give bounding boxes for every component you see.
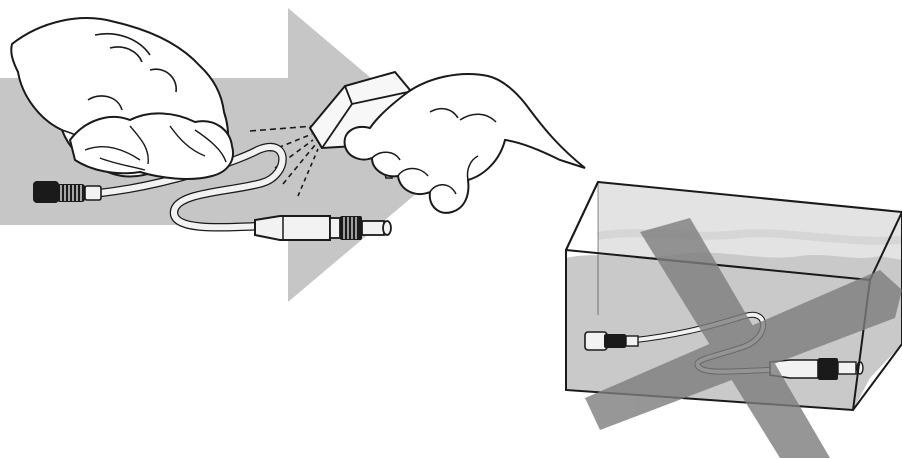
immersion-prohibited-scene	[566, 182, 902, 458]
wipe-clean-scene	[0, 8, 585, 302]
cleaning-cloth	[70, 113, 233, 179]
